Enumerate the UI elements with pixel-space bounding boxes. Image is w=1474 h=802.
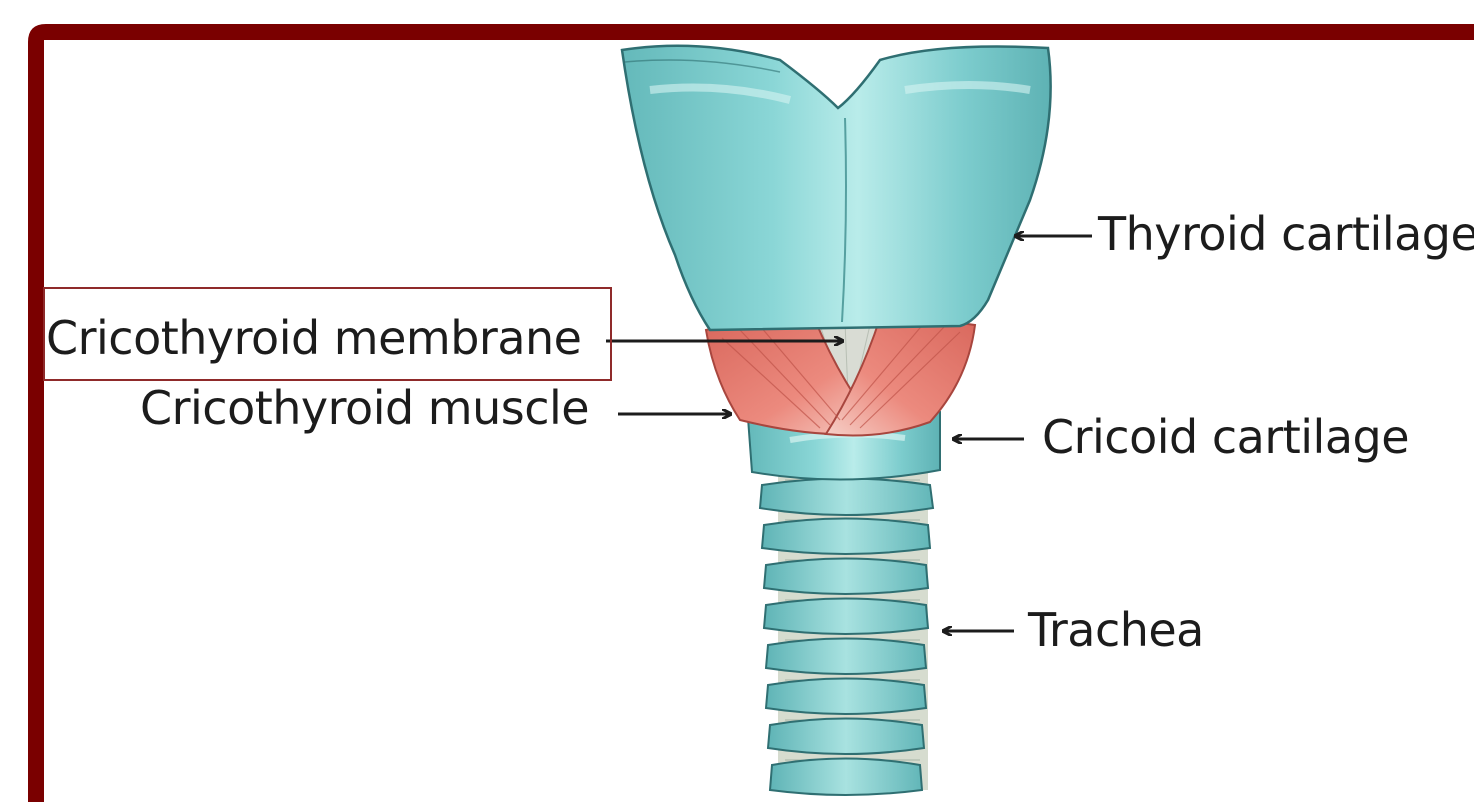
label-thyroid-cartilage: Thyroid cartilage <box>1098 211 1474 257</box>
thyroid-cartilage <box>622 46 1051 330</box>
label-cricoid-cartilage: Cricoid cartilage <box>1042 414 1409 460</box>
trachea <box>760 470 933 795</box>
label-cricothyroid-membrane: Cricothyroid membrane <box>46 315 581 361</box>
label-trachea: Trachea <box>1028 607 1204 653</box>
label-cricothyroid-muscle: Cricothyroid muscle <box>140 385 589 431</box>
